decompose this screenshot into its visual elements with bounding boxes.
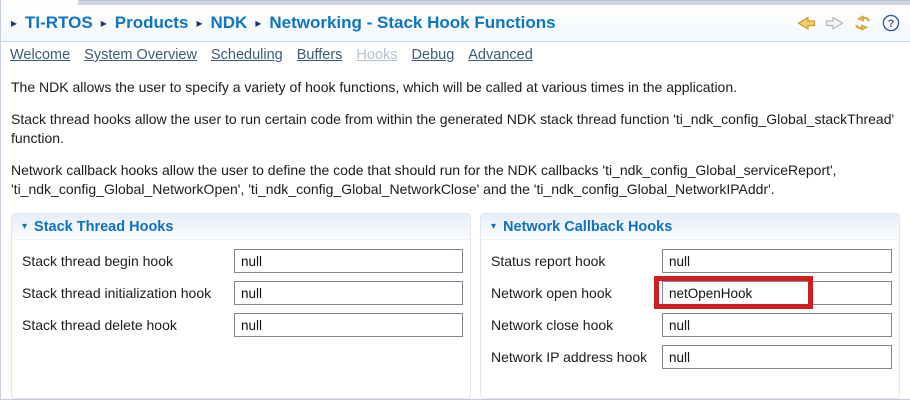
svg-text:?: ?	[887, 18, 894, 30]
field-label: Stack thread delete hook	[22, 317, 177, 333]
stack-thread-delete-hook-input[interactable]	[234, 313, 463, 337]
field-row: Network IP address hook	[491, 345, 892, 369]
stack-thread-init-hook-input[interactable]	[234, 281, 463, 305]
header-toolbar: ?	[797, 14, 900, 32]
network-callback-hooks-panel: ▾ Network Callback Hooks Status report h…	[480, 213, 900, 399]
stack-thread-hooks-header[interactable]: ▾ Stack Thread Hooks	[12, 214, 470, 240]
field-label: Network IP address hook	[491, 349, 648, 365]
intro-paragraph: The NDK allows the user to specify a var…	[11, 79, 738, 95]
breadcrumb-header: ▸ TI-RTOS ▸ Products ▸ NDK ▸ Networking …	[1, 5, 910, 42]
network-ip-address-hook-input[interactable]	[662, 345, 892, 369]
field-row: Stack thread delete hook	[22, 313, 463, 337]
network-callback-hooks-fields: Status report hook Network open hook	[481, 240, 899, 385]
nav-link-advanced[interactable]: Advanced	[468, 47, 533, 63]
breadcrumb-arrow-icon: ▸	[255, 16, 262, 30]
field-label: Network open hook	[491, 285, 612, 301]
nav-link-debug[interactable]: Debug	[411, 47, 455, 63]
network-hooks-paragraph: Network callback hooks allow the user to…	[11, 162, 837, 197]
breadcrumb-item-current-page: Networking - Stack Hook Functions	[269, 13, 556, 32]
page-content: The NDK allows the user to specify a var…	[1, 68, 910, 399]
field-row: Network close hook	[491, 313, 892, 337]
network-close-hook-input[interactable]	[662, 313, 892, 337]
active-tab-edge	[1, 0, 79, 5]
collapse-triangle-icon: ▾	[491, 220, 497, 232]
stack-thread-hooks-panel: ▾ Stack Thread Hooks Stack thread begin …	[11, 213, 471, 399]
field-label: Stack thread initialization hook	[22, 285, 212, 301]
panel-title: Network Callback Hooks	[503, 218, 673, 235]
stack-thread-begin-hook-input[interactable]	[234, 249, 463, 273]
breadcrumb-item-tirtos[interactable]: TI-RTOS	[25, 13, 93, 32]
stack-hooks-paragraph: Stack thread hooks allow the user to run…	[11, 111, 895, 146]
sync-icon[interactable]	[853, 15, 872, 32]
stack-thread-hooks-fields: Stack thread begin hook Stack thread ini…	[12, 240, 470, 353]
help-icon[interactable]: ?	[881, 14, 900, 32]
breadcrumb-arrow-icon: ▸	[196, 16, 203, 30]
field-row: Stack thread initialization hook	[22, 281, 463, 305]
nav-link-system-overview[interactable]: System Overview	[84, 47, 197, 63]
tab-band	[79, 0, 910, 5]
field-label: Stack thread begin hook	[22, 253, 173, 269]
forward-icon[interactable]	[825, 15, 844, 32]
nav-link-buffers[interactable]: Buffers	[296, 47, 343, 63]
breadcrumb: ▸ TI-RTOS ▸ Products ▸ NDK ▸ Networking …	[9, 13, 797, 33]
field-row: Status report hook	[491, 249, 892, 273]
field-label: Network close hook	[491, 317, 614, 333]
breadcrumb-arrow-icon: ▸	[100, 16, 107, 30]
breadcrumb-arrow-icon: ▸	[11, 16, 18, 30]
collapse-triangle-icon: ▾	[22, 220, 28, 232]
back-icon[interactable]	[797, 15, 816, 32]
panels-row: ▾ Stack Thread Hooks Stack thread begin …	[11, 213, 900, 399]
breadcrumb-item-products[interactable]: Products	[114, 13, 189, 32]
page-nav-links: Welcome System Overview Scheduling Buffe…	[1, 42, 910, 68]
status-report-hook-input[interactable]	[662, 249, 892, 273]
field-row: Stack thread begin hook	[22, 249, 463, 273]
field-row: Network open hook	[491, 276, 892, 309]
nav-link-hooks-current: Hooks	[356, 47, 398, 63]
nav-link-welcome[interactable]: Welcome	[10, 47, 71, 63]
editor-tab-strip	[1, 0, 910, 5]
field-label: Status report hook	[491, 253, 606, 269]
nav-link-scheduling[interactable]: Scheduling	[210, 47, 283, 63]
network-open-hook-input[interactable]	[662, 281, 892, 305]
network-callback-hooks-header[interactable]: ▾ Network Callback Hooks	[481, 214, 899, 240]
breadcrumb-item-ndk[interactable]: NDK	[210, 13, 248, 32]
panel-title: Stack Thread Hooks	[34, 218, 174, 235]
